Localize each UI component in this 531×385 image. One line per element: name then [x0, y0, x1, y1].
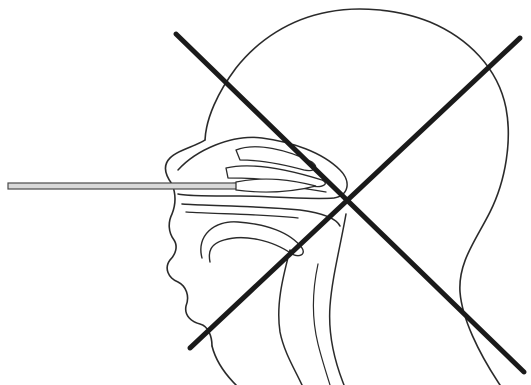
head-profile: [166, 9, 509, 385]
airway-inner: [314, 264, 331, 385]
neck-front: [212, 346, 236, 385]
palate-lower: [186, 212, 298, 218]
face-outline: [166, 140, 212, 346]
head-outline: [205, 9, 508, 385]
pharynx-front: [279, 250, 302, 385]
x-mark: [176, 34, 524, 372]
pharynx-back: [330, 214, 346, 385]
nasal-swab: [8, 179, 316, 192]
swab-tip: [236, 179, 316, 192]
x-mark-stroke-2: [190, 38, 520, 348]
